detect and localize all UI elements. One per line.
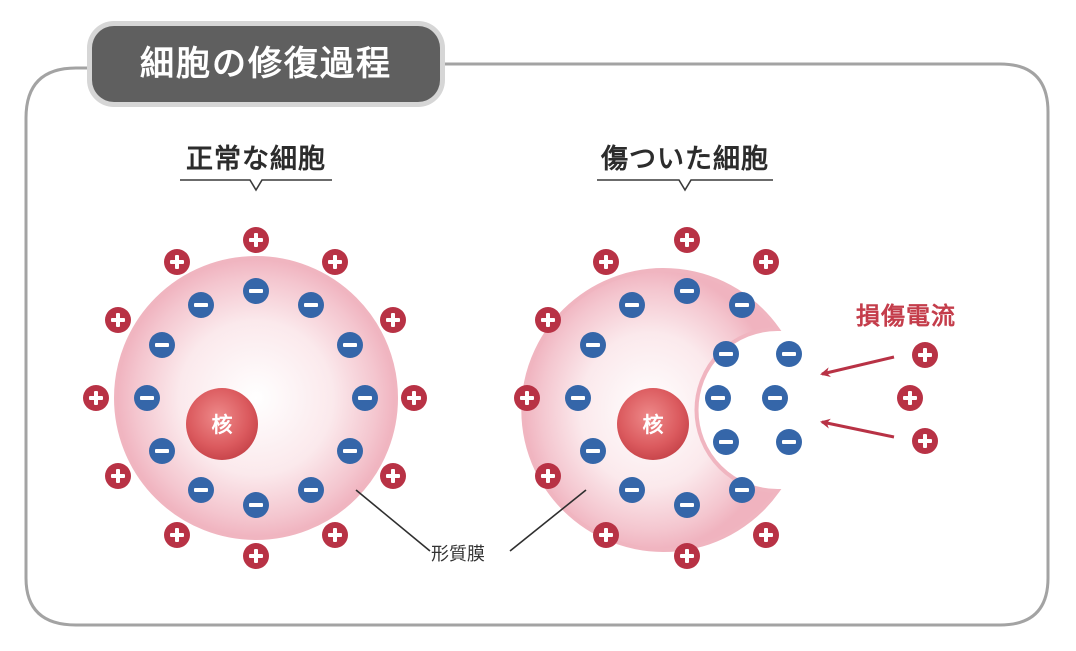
positive-charge-icon: [674, 227, 700, 253]
negative-charge-icon: [674, 278, 700, 304]
heading-damaged-cell: 傷ついた細胞: [601, 144, 769, 175]
positive-charge-icon: [912, 342, 938, 368]
negative-charge-icon: [134, 385, 160, 411]
negative-charge-icon: [149, 332, 175, 358]
diagram-frame: [24, 62, 1050, 627]
negative-charge-icon: [243, 492, 269, 518]
negative-charge-icon: [729, 477, 755, 503]
negative-charge-icon: [713, 429, 739, 455]
positive-charge-icon: [535, 463, 561, 489]
nucleus-label-damaged: 核: [643, 413, 664, 437]
negative-charge-icon: [298, 477, 324, 503]
positive-charge-icon: [912, 428, 938, 454]
positive-charge-icon: [535, 307, 561, 333]
negative-charge-icon: [243, 278, 269, 304]
positive-charge-icon: [243, 227, 269, 253]
negative-charge-icon: [776, 341, 802, 367]
damaged-cell-nucleus: [617, 388, 689, 460]
positive-charge-icon: [897, 385, 923, 411]
positive-charge-icon: [380, 307, 406, 333]
heading-bracket-normal: [180, 179, 332, 192]
negative-charge-icon: [776, 429, 802, 455]
leader-line-normal: [355, 489, 431, 552]
negative-charge-icon: [580, 332, 606, 358]
negative-charge-icon: [762, 385, 788, 411]
title-bar: 細胞の修復過程: [92, 26, 440, 102]
positive-charge-icon: [753, 249, 779, 275]
positive-charge-icon: [401, 385, 427, 411]
negative-charge-icon: [619, 477, 645, 503]
negative-charge-icon: [713, 341, 739, 367]
negative-charge-icon: [337, 438, 363, 464]
heading-bracket-damaged: [597, 179, 773, 192]
positive-charge-icon: [322, 249, 348, 275]
nucleus-label-normal: 核: [212, 413, 233, 437]
injury-current-arrow-lower: [820, 418, 895, 439]
negative-charge-icon: [674, 492, 700, 518]
membrane-label: 形質膜: [431, 544, 485, 565]
injury-current-label: 損傷電流: [856, 302, 956, 330]
charge-ions: [83, 227, 938, 569]
negative-charge-icon: [337, 332, 363, 358]
negative-charge-icon: [298, 292, 324, 318]
negative-charge-icon: [705, 385, 731, 411]
positive-charge-icon: [83, 385, 109, 411]
negative-charge-icon: [352, 385, 378, 411]
positive-charge-icon: [593, 249, 619, 275]
negative-charge-icon: [565, 385, 591, 411]
positive-charge-icon: [105, 463, 131, 489]
positive-charge-icon: [105, 307, 131, 333]
negative-charge-icon: [580, 438, 606, 464]
normal-cell-nucleus: [186, 388, 258, 460]
positive-charge-icon: [753, 522, 779, 548]
leader-line-damaged: [509, 489, 587, 552]
positive-charge-icon: [322, 522, 348, 548]
negative-charge-icon: [619, 292, 645, 318]
diagram-title: 細胞の修復過程: [140, 44, 392, 84]
negative-charge-icon: [149, 438, 175, 464]
positive-charge-icon: [514, 385, 540, 411]
positive-charge-icon: [674, 543, 700, 569]
positive-charge-icon: [164, 249, 190, 275]
heading-normal-cell: 正常な細胞: [186, 144, 326, 175]
positive-charge-icon: [593, 522, 619, 548]
negative-charge-icon: [188, 477, 214, 503]
normal-cell-membrane: [114, 256, 398, 540]
positive-charge-icon: [164, 522, 190, 548]
negative-charge-icon: [729, 292, 755, 318]
positive-charge-icon: [243, 543, 269, 569]
injury-current-arrow-upper: [820, 355, 895, 378]
negative-charge-icon: [188, 292, 214, 318]
positive-charge-icon: [380, 463, 406, 489]
